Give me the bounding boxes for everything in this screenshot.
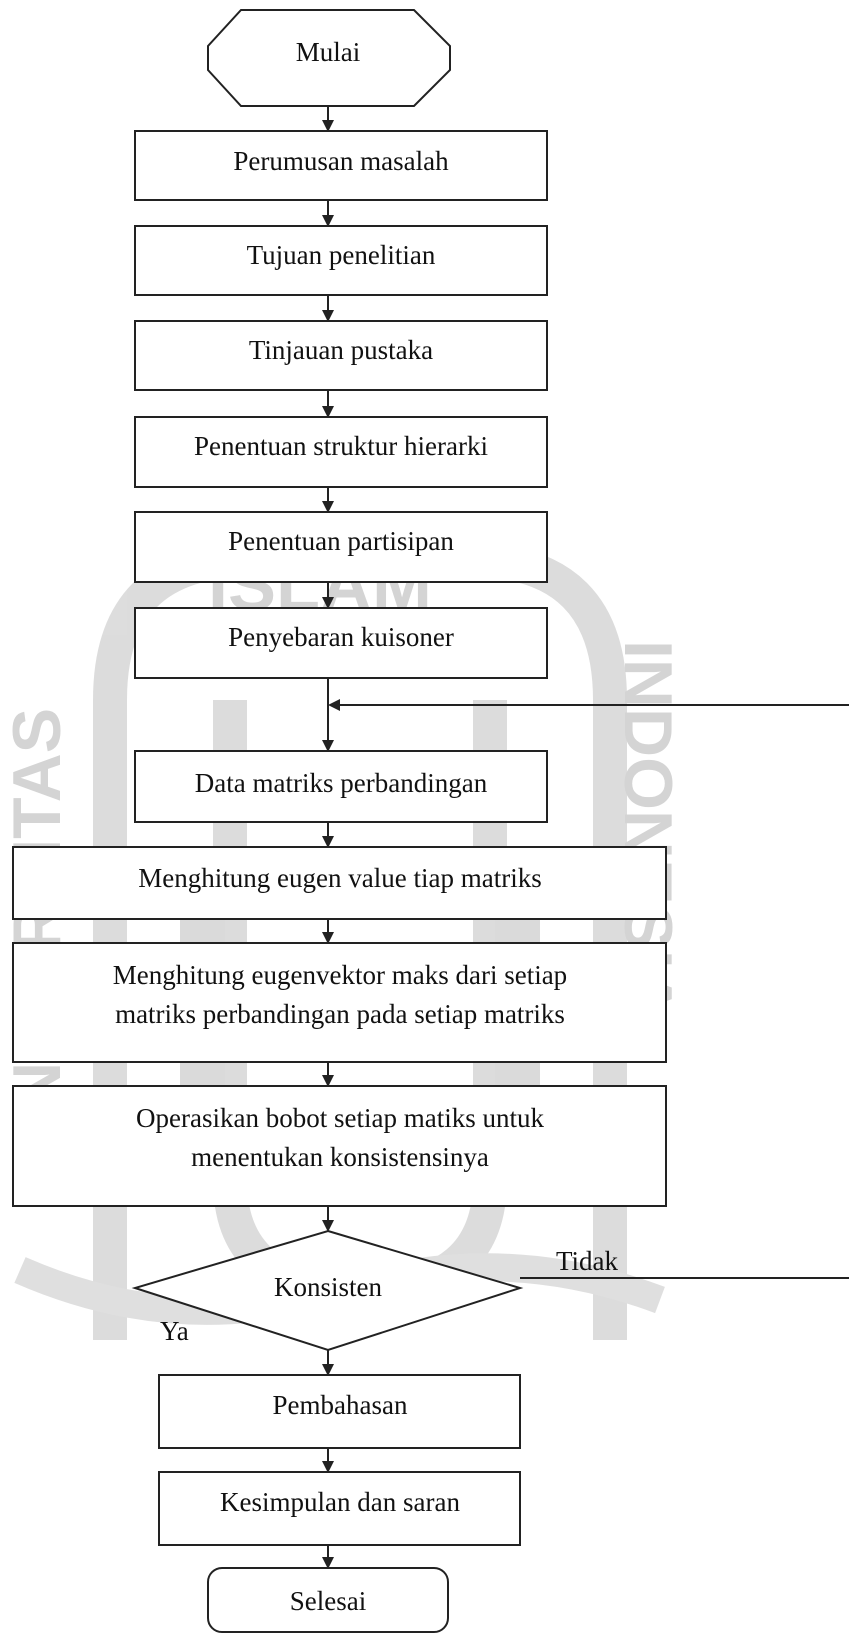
step-box bbox=[158, 1374, 521, 1449]
step-box bbox=[12, 1085, 667, 1207]
step-box bbox=[12, 846, 667, 920]
process-step-6: Penyebaran kuisoner bbox=[134, 607, 548, 679]
step-box bbox=[12, 942, 667, 1063]
step-box bbox=[134, 130, 548, 201]
process-step-12: Kesimpulan dan saran bbox=[158, 1471, 521, 1546]
step-box bbox=[134, 320, 548, 391]
start-label: Mulai bbox=[296, 37, 361, 67]
step-box bbox=[134, 416, 548, 488]
step-label: Kesimpulan dan saran bbox=[220, 1487, 460, 1517]
connectors bbox=[322, 106, 849, 1569]
process-step-1: Perumusan masalah bbox=[134, 130, 548, 201]
yes-label: Ya bbox=[160, 1316, 189, 1346]
step-label: Perumusan masalah bbox=[233, 146, 449, 176]
process-step-11: Pembahasan bbox=[158, 1374, 521, 1449]
step-label-line2: matriks perbandingan pada setiap matriks bbox=[115, 999, 565, 1029]
step-box bbox=[134, 511, 548, 583]
step-label-line2: menentukan konsistensinya bbox=[191, 1142, 489, 1172]
process-step-9: Menghitung eugenvektor maks dari setiap … bbox=[12, 942, 667, 1063]
step-label: Pembahasan bbox=[273, 1390, 408, 1420]
watermark-left-text: UNIVERSITAS bbox=[0, 708, 75, 1160]
step-label-line1: Operasikan bobot setiap matiks untuk bbox=[136, 1103, 544, 1133]
step-box bbox=[134, 225, 548, 296]
end-label: Selesai bbox=[290, 1586, 366, 1616]
step-label-line1: Menghitung eugenvektor maks dari setiap bbox=[113, 960, 567, 990]
step-box bbox=[134, 607, 548, 679]
process-step-7: Data matriks perbandingan bbox=[134, 750, 548, 823]
process-step-4: Penentuan struktur hierarki bbox=[134, 416, 548, 488]
step-box bbox=[158, 1471, 521, 1546]
end-shape bbox=[207, 1567, 449, 1633]
process-step-8: Menghitung eugen value tiap matriks bbox=[12, 846, 667, 920]
decision-shape bbox=[131, 1229, 524, 1352]
process-step-3: Tinjauan pustaka bbox=[134, 320, 548, 391]
process-step-10: Operasikan bobot setiap matiks untuk men… bbox=[12, 1085, 667, 1207]
no-label: Tidak bbox=[556, 1246, 619, 1276]
start-shape bbox=[207, 9, 451, 107]
process-step-5: Penentuan partisipan bbox=[134, 511, 548, 583]
start-node: Mulai bbox=[207, 9, 451, 107]
step-label: Data matriks perbandingan bbox=[195, 768, 488, 798]
decision-node: Konsisten Ya Tidak bbox=[131, 1229, 619, 1352]
decision-label: Konsisten bbox=[274, 1272, 383, 1302]
step-label: Penentuan struktur hierarki bbox=[194, 431, 488, 461]
end-node: Selesai bbox=[207, 1567, 449, 1633]
step-label: Penentuan partisipan bbox=[228, 526, 454, 556]
step-label: Tujuan penelitian bbox=[247, 240, 436, 270]
process-step-2: Tujuan penelitian bbox=[134, 225, 548, 296]
step-label: Tinjauan pustaka bbox=[249, 335, 433, 365]
step-box bbox=[134, 750, 548, 823]
step-label: Penyebaran kuisoner bbox=[228, 622, 454, 652]
step-label: Menghitung eugen value tiap matriks bbox=[138, 863, 541, 893]
